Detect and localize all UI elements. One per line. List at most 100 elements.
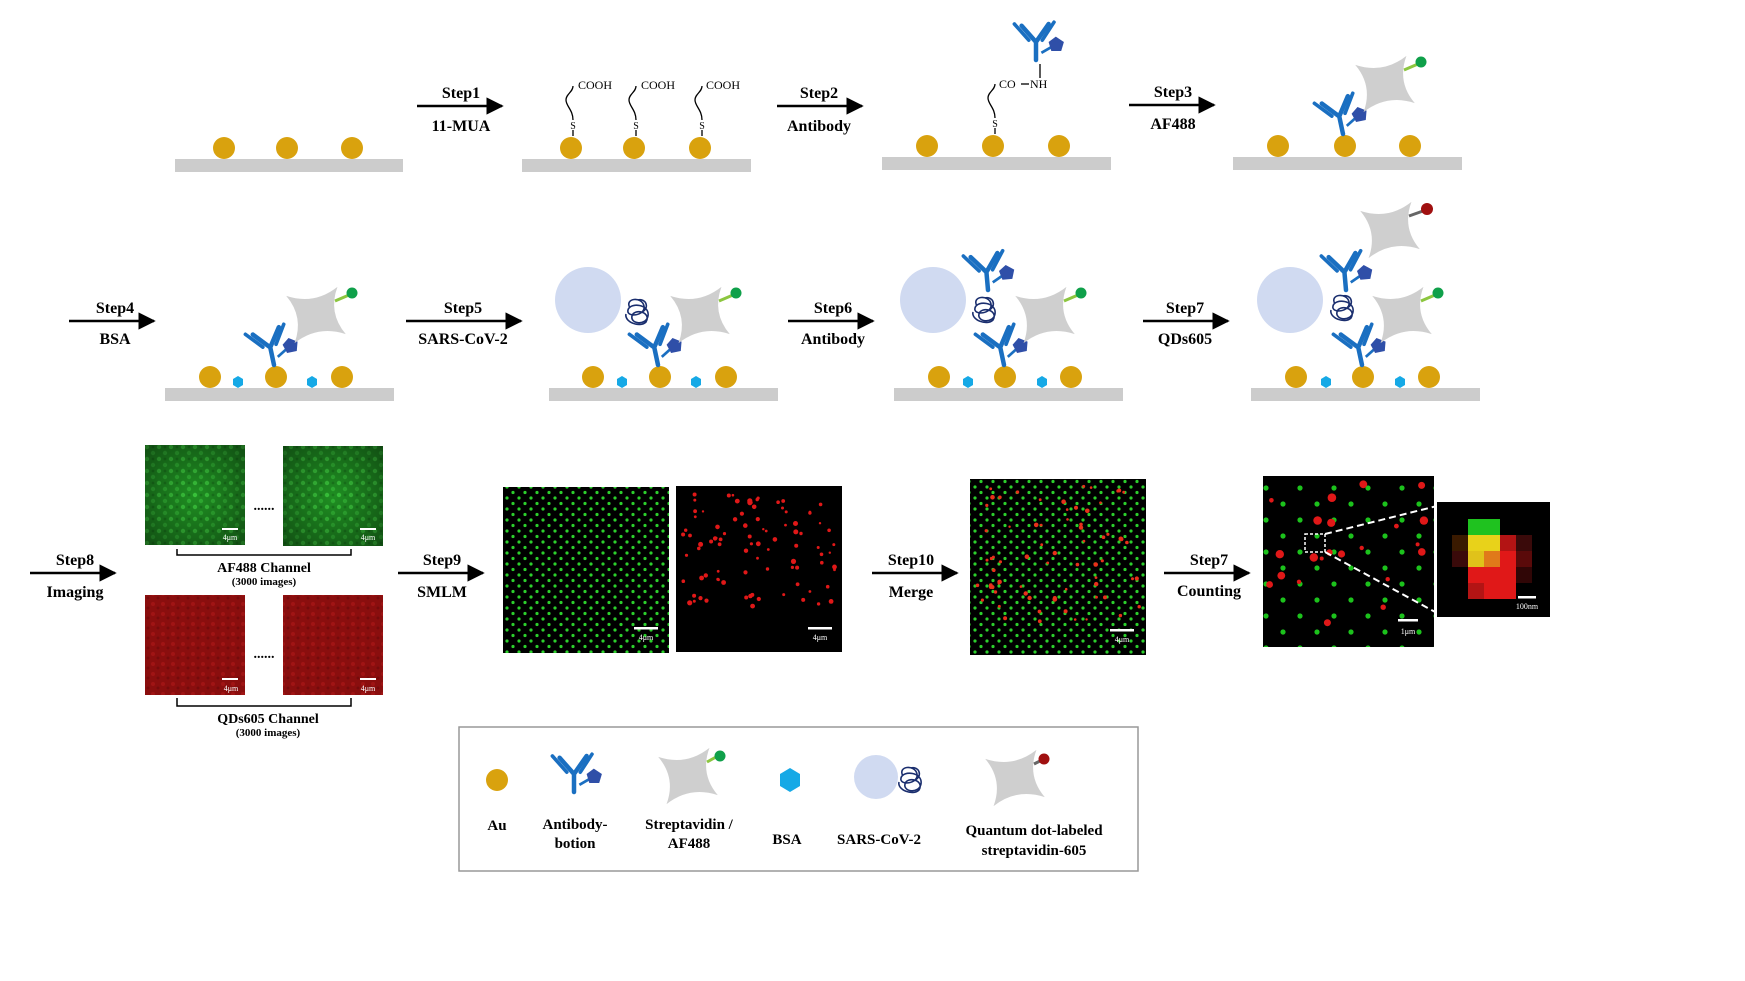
localization-dot bbox=[819, 552, 824, 557]
legend-qd-1: Quantum dot-labeled bbox=[965, 823, 1103, 839]
localization-dot bbox=[692, 599, 696, 603]
localization-dot bbox=[1418, 481, 1426, 489]
localization-dot bbox=[1359, 545, 1364, 551]
localization-dot bbox=[975, 583, 980, 588]
step8-label: Step8 bbox=[56, 552, 94, 569]
localization-dot bbox=[697, 546, 701, 551]
zoom-pixel bbox=[1516, 551, 1532, 567]
localization-dot bbox=[997, 604, 1001, 608]
localization-dot bbox=[1052, 550, 1058, 556]
step9-arrow: Step9 SMLM bbox=[398, 552, 485, 601]
zoom-pixel bbox=[1516, 519, 1532, 535]
zoom-pixel bbox=[1452, 519, 1468, 535]
localization-dot bbox=[1079, 522, 1083, 527]
localization-dot bbox=[1101, 535, 1106, 539]
localization-dot bbox=[980, 598, 985, 602]
localization-dot bbox=[1106, 532, 1110, 536]
localization-dot bbox=[1065, 508, 1069, 511]
localization-dot bbox=[1061, 499, 1066, 505]
scalebar-label: 4μm bbox=[361, 684, 376, 693]
af488-image-first: 4μm bbox=[145, 445, 245, 545]
localization-dot bbox=[693, 515, 697, 519]
scalebar-label: 100nm bbox=[1516, 602, 1539, 611]
localization-dot bbox=[1027, 595, 1032, 601]
panel-qd-labeling bbox=[1251, 201, 1480, 401]
localization-dot bbox=[721, 580, 726, 585]
localization-dot bbox=[1046, 561, 1050, 565]
localization-dot bbox=[1074, 505, 1078, 510]
localization-dot bbox=[808, 590, 812, 593]
localization-dot bbox=[998, 560, 1003, 564]
localization-dot bbox=[1137, 605, 1141, 609]
localization-dot bbox=[734, 498, 740, 504]
localization-dot bbox=[1094, 576, 1098, 579]
localization-dot bbox=[1089, 486, 1093, 489]
zoom-pixel bbox=[1500, 519, 1516, 535]
scalebar-label: 4μm bbox=[813, 633, 828, 642]
localization-dot bbox=[1359, 480, 1368, 489]
localization-dot bbox=[784, 510, 788, 514]
step8-arrow: Step8 Imaging bbox=[30, 552, 117, 601]
localization-dot bbox=[825, 584, 830, 589]
localization-dot bbox=[693, 498, 697, 502]
step2-label: Step2 bbox=[800, 85, 838, 102]
localization-dot bbox=[1337, 550, 1346, 558]
localization-dot bbox=[1095, 595, 1098, 599]
localization-dot bbox=[693, 509, 697, 514]
localization-dot bbox=[681, 579, 686, 583]
localization-dot bbox=[718, 537, 723, 542]
zoom-pixel bbox=[1452, 567, 1468, 583]
localization-dot bbox=[1385, 577, 1390, 582]
localization-dot bbox=[732, 517, 738, 522]
localization-dot bbox=[989, 556, 994, 561]
bsa-icon bbox=[233, 376, 243, 388]
zoom-pixel bbox=[1500, 551, 1516, 567]
localization-dot bbox=[790, 558, 797, 565]
qds605-bracket bbox=[176, 698, 352, 707]
streptavidin-icon bbox=[1355, 55, 1415, 113]
step8-reagent: Imaging bbox=[47, 584, 104, 601]
localization-dot bbox=[748, 593, 753, 599]
localization-dot bbox=[808, 511, 812, 515]
localization-dot bbox=[816, 546, 820, 549]
localization-dot bbox=[985, 503, 989, 507]
localization-dot bbox=[1380, 604, 1386, 610]
localization-dot bbox=[681, 532, 686, 537]
localization-dot bbox=[756, 556, 759, 560]
localization-dot bbox=[701, 510, 705, 513]
zoom-pixel bbox=[1500, 535, 1516, 551]
localization-dot bbox=[684, 553, 689, 557]
localization-dot bbox=[1082, 484, 1086, 488]
localization-dot bbox=[816, 602, 821, 606]
localization-dot bbox=[1327, 518, 1336, 527]
step3-label: Step3 bbox=[1154, 84, 1192, 101]
streptavidin-icon bbox=[286, 286, 346, 344]
localization-dot bbox=[698, 596, 703, 601]
step7-reagent: QDs605 bbox=[1158, 331, 1212, 348]
localization-dot bbox=[1275, 550, 1285, 559]
sulfur-label: S bbox=[570, 121, 576, 132]
zoom-pixel bbox=[1484, 567, 1500, 583]
panel-antibody-coupling: S CO NH bbox=[882, 22, 1111, 170]
rna-icon bbox=[972, 296, 996, 324]
localization-dot bbox=[747, 534, 752, 539]
antibody-icon bbox=[975, 322, 1031, 369]
step6-label: Step6 bbox=[814, 300, 852, 317]
localization-dot bbox=[1052, 596, 1058, 602]
streptavidin-icon bbox=[670, 286, 730, 344]
localization-dot bbox=[793, 521, 798, 526]
legend-antibody-2: botion bbox=[555, 836, 597, 852]
sulfur-label: S bbox=[699, 121, 705, 132]
antibody-icon bbox=[629, 322, 685, 369]
localization-dot bbox=[709, 539, 714, 544]
localization-dot bbox=[1134, 576, 1139, 581]
step1-label: Step1 bbox=[442, 85, 480, 102]
legend-strep-1: Streptavidin / bbox=[645, 817, 733, 833]
localization-dot bbox=[1082, 539, 1086, 543]
legend-antibody-1: Antibody- bbox=[542, 817, 607, 833]
localization-dot bbox=[1117, 488, 1122, 493]
step2-arrow: Step2 Antibody bbox=[777, 85, 864, 135]
step9-reagent: SMLM bbox=[417, 584, 467, 601]
zoom-pixel bbox=[1484, 535, 1500, 551]
sulfur-label: S bbox=[992, 119, 998, 130]
